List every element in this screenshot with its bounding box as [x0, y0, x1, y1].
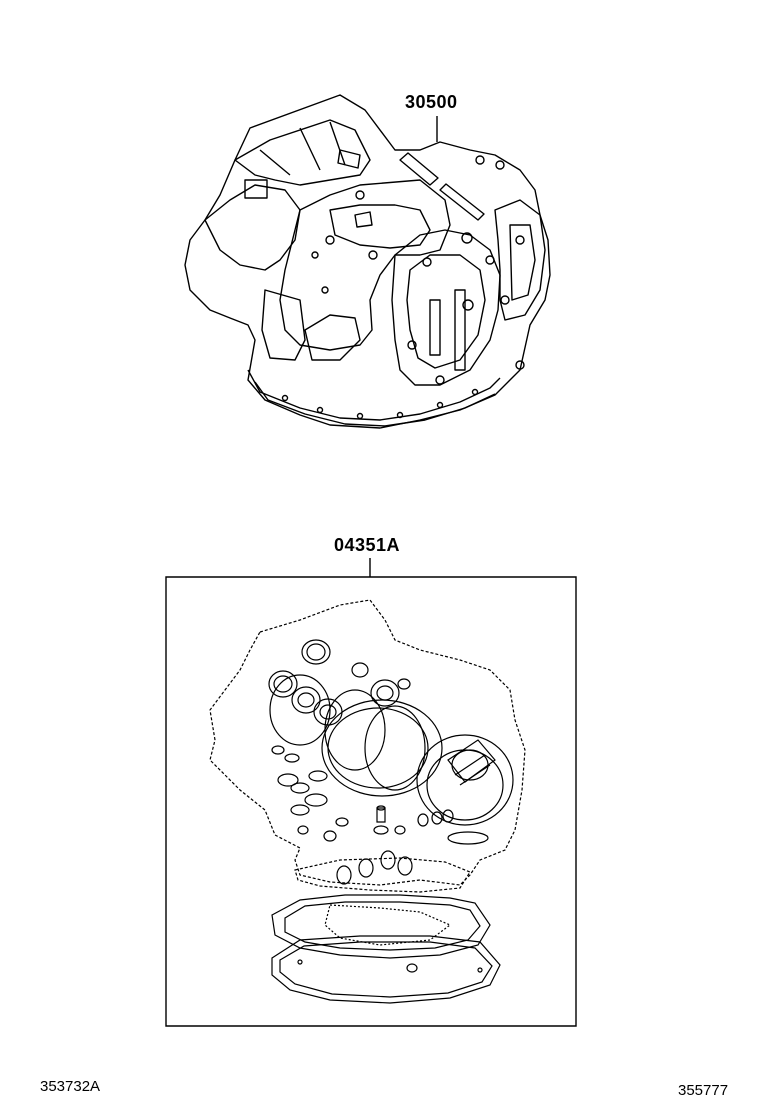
- kit-frame: [166, 577, 576, 1026]
- part-number-30500[interactable]: 30500: [405, 92, 458, 112]
- part-number-04351a[interactable]: 04351A: [334, 535, 401, 555]
- footer-left-code: 353732A: [40, 1078, 101, 1095]
- gasket-kit-drawing[interactable]: [210, 600, 525, 1003]
- transmission-assembly-drawing[interactable]: [185, 95, 550, 428]
- footer-right-code: 355777: [678, 1082, 729, 1099]
